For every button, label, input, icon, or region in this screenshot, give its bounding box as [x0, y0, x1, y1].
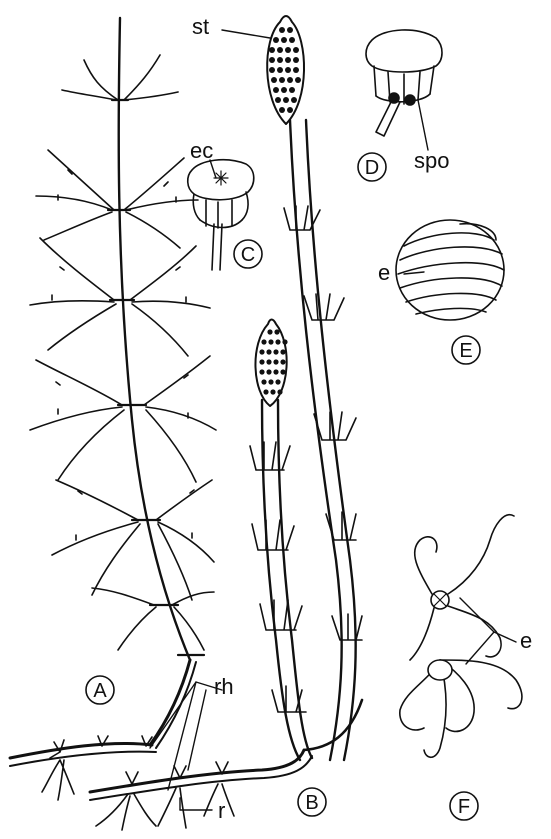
panel-label-d: D: [365, 157, 379, 179]
label-st: st: [192, 14, 209, 39]
label-spo: spo: [414, 148, 449, 173]
panel-label-e: E: [459, 340, 472, 362]
label-e-uncoiled: e: [520, 628, 532, 653]
label-r: r: [218, 798, 225, 823]
vegetative-shoot-a: [30, 18, 216, 748]
label-ec: ec: [190, 138, 213, 163]
panel-label-f: F: [458, 796, 470, 818]
label-e-coiled: e: [378, 260, 390, 285]
fertile-shoots-b: [250, 16, 362, 760]
panel-label-c: C: [241, 244, 255, 266]
spore-coiled-e: [396, 220, 504, 320]
label-rh: rh: [214, 674, 234, 699]
panel-label-a: A: [93, 680, 107, 702]
panel-label-b: B: [305, 792, 318, 814]
sporangiophore-d: [366, 30, 442, 136]
